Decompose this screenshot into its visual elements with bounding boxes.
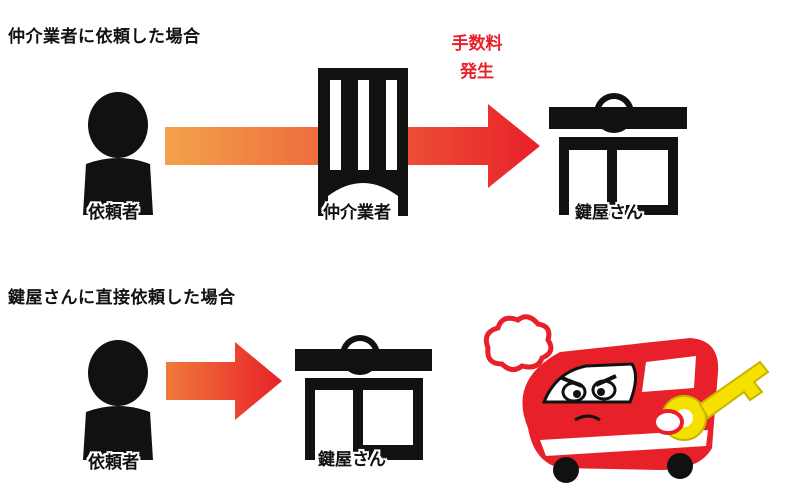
client-person-icon (83, 340, 153, 460)
fee-line1: 手数料 (451, 34, 503, 54)
locksmith-shop-icon (295, 335, 432, 460)
locksmith-label: 鍵屋さん (575, 203, 643, 223)
client-label: 依頼者 (88, 453, 139, 473)
broker-label: 仲介業者 (323, 203, 391, 223)
van-mascot-illustration (483, 314, 770, 483)
client-label: 依頼者 (88, 203, 139, 223)
section1-heading: 仲介業者に依頼した場合 (8, 27, 201, 47)
broker-building-icon (318, 68, 408, 216)
fee-line2: 発生 (460, 62, 494, 82)
locksmith-shop-icon (549, 93, 687, 215)
fee-note: 手数料 発生 (447, 30, 507, 86)
arrow-client-to-locksmith-direct (166, 342, 282, 420)
client-person-icon (83, 92, 153, 215)
puff-cloud-icon (483, 314, 554, 372)
section2-heading: 鍵屋さんに直接依頼した場合 (8, 288, 236, 308)
locksmith-label: 鍵屋さん (318, 450, 386, 470)
